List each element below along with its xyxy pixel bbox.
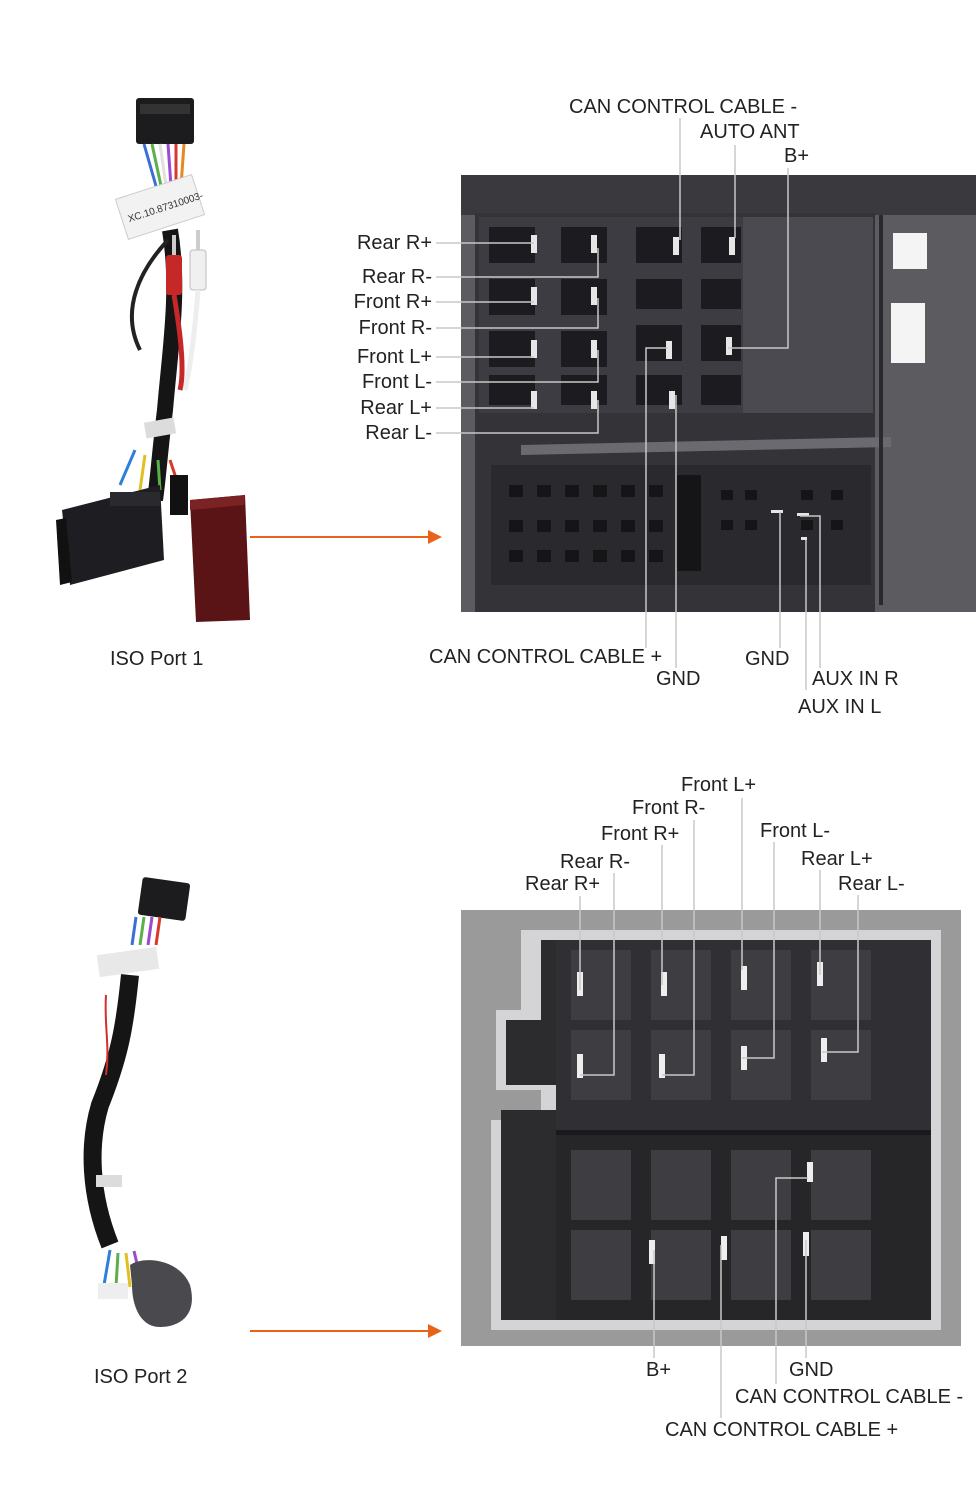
port2-caption: ISO Port 2 [94, 1366, 188, 1388]
connector-2-image [461, 910, 961, 1346]
port1-label-front-l-minus: Front L- [361, 371, 432, 393]
port1-label-front-l-plus: Front L+ [356, 346, 432, 368]
port1-label-gnd-right: GND [745, 648, 790, 670]
harness-1-image: XC.10.87310003- [56, 98, 250, 622]
port1-label-aux-in-l: AUX IN L [798, 696, 882, 718]
port2-label-front-l-plus: Front L+ [681, 774, 757, 796]
port1-label-b-plus: B+ [784, 145, 810, 167]
port2-label-gnd: GND [789, 1359, 834, 1381]
port2-label-rear-r-plus: Rear R+ [525, 873, 601, 895]
port2-label-rear-l-plus: Rear L+ [801, 848, 873, 870]
arrow-2-icon [250, 1324, 442, 1338]
port1-label-can-plus: CAN CONTROL CABLE + [429, 646, 663, 668]
port1-label-can-minus: CAN CONTROL CABLE - [569, 96, 798, 118]
port1-label-rear-r-minus: Rear R- [361, 266, 432, 288]
port2-label-can-plus: CAN CONTROL CABLE + [665, 1419, 899, 1441]
port1-label-rear-l-plus: Rear L+ [360, 397, 432, 419]
port1-label-aux-in-r: AUX IN R [812, 668, 899, 690]
port1-caption: ISO Port 1 [110, 648, 204, 670]
port2-label-b-plus: B+ [646, 1359, 672, 1381]
port2-label-front-r-plus: Front R+ [601, 823, 680, 845]
port1-label-rear-r-plus: Rear R+ [356, 232, 432, 254]
port1-label-auto-ant: AUTO ANT [700, 121, 800, 143]
port2-label-front-r-minus: Front R- [632, 797, 706, 819]
port1-label-gnd-left: GND [656, 668, 701, 690]
port2-label-rear-l-minus: Rear L- [838, 873, 905, 895]
harness-2-image [83, 877, 192, 1327]
port1-label-rear-l-minus: Rear L- [365, 422, 432, 444]
connector-1-image [461, 175, 976, 612]
port2-label-rear-r-minus: Rear R- [560, 851, 631, 873]
port1-label-front-r-plus: Front R+ [353, 291, 432, 313]
port1-leader-lines [436, 118, 821, 690]
arrow-1-icon [250, 530, 442, 544]
port2-label-can-minus: CAN CONTROL CABLE - [735, 1386, 964, 1408]
port1-label-front-r-minus: Front R- [358, 317, 432, 339]
port2-label-front-l-minus: Front L- [760, 820, 831, 842]
